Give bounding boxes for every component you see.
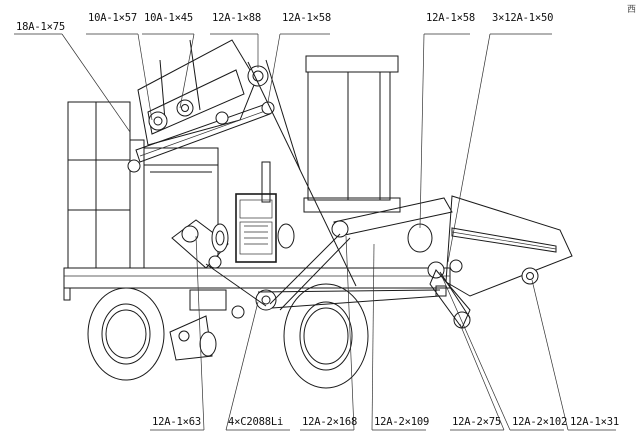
left-wheel [87, 287, 165, 381]
elevator-sprockets [127, 65, 275, 173]
rear-pulley [169, 315, 217, 361]
label-10a-1x57: 10A-1×57 [88, 12, 137, 24]
drive-pulleys-left [171, 219, 277, 319]
label-12a-1x58-left: 12A-1×58 [282, 12, 331, 24]
label-10a-1x45: 10A-1×45 [144, 12, 193, 24]
engine [235, 161, 295, 263]
label-12a-1x88: 12A-1×88 [212, 12, 261, 24]
boom-arm [257, 197, 453, 311]
chassis-frame [63, 267, 451, 301]
right-wheel [283, 283, 369, 389]
corner-mark: 西 [626, 5, 636, 15]
label-12a-1x58-right: 12A-1×58 [426, 12, 475, 24]
left-tank [67, 101, 145, 269]
label-18a-1x75: 18A-1×75 [16, 21, 65, 33]
label-12a-2x109: 12A-2×109 [374, 416, 430, 428]
upper-tank [303, 55, 401, 213]
label-12a-1x31: 12A-1×31 [570, 416, 619, 428]
label-12a-2x102: 12A-2×102 [512, 416, 568, 428]
label-4xc2088li: 4×C2088Li [228, 416, 284, 428]
label-3x12a-1x50: 3×12A-1×50 [492, 12, 554, 24]
chain-lines [205, 59, 471, 319]
leader-lines-bottom [150, 235, 616, 431]
label-12a-2x168: 12A-2×168 [302, 416, 358, 428]
right-header [407, 195, 573, 329]
leader-lines-top [14, 33, 552, 263]
label-12a-2x75: 12A-2×75 [452, 416, 501, 428]
label-12a-1x63: 12A-1×63 [152, 416, 201, 428]
